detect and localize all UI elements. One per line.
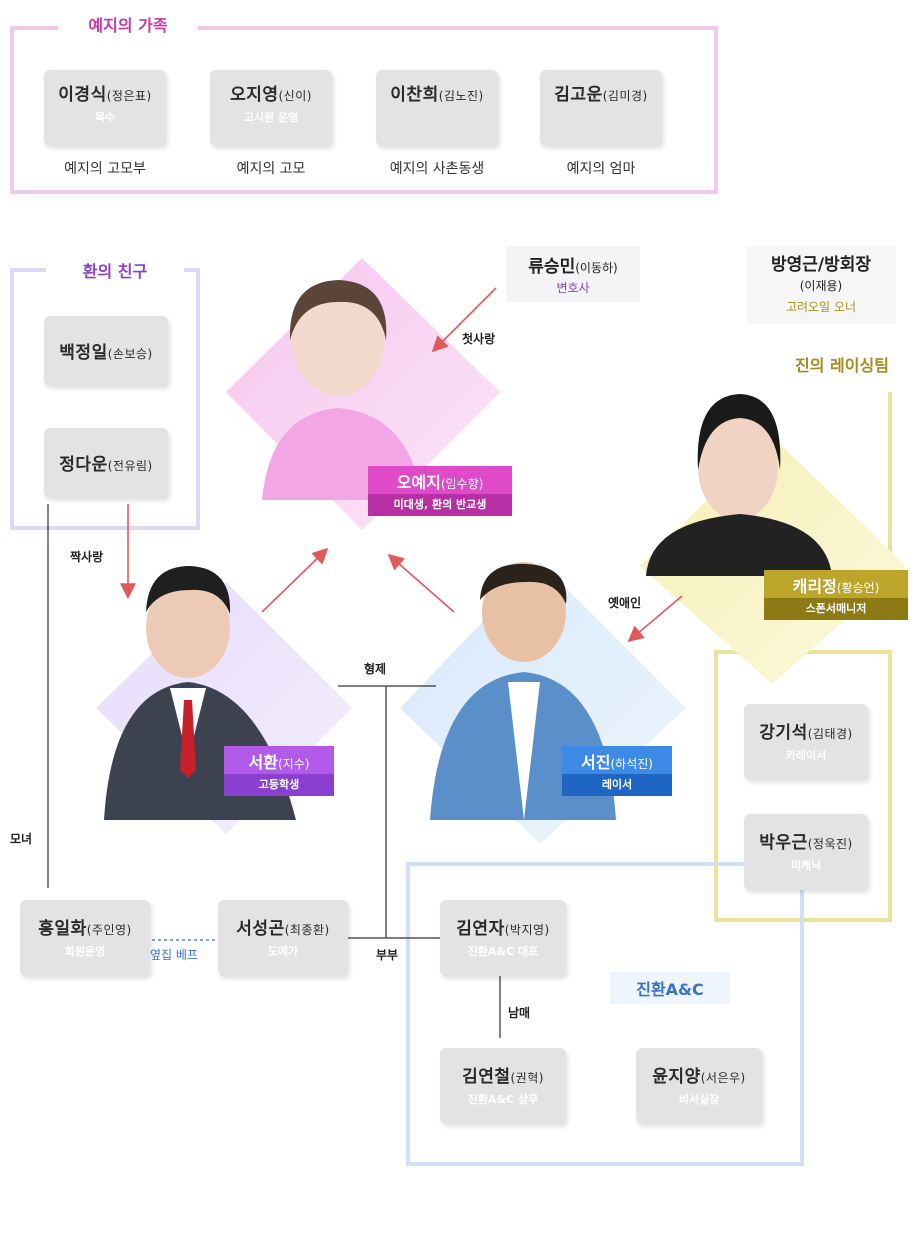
hwan-name: 서환(지수): [224, 746, 334, 774]
chairman-role: 고려오일 오너: [746, 298, 896, 315]
family-card-2[interactable]: 오지영(신이) 고시원 운영: [210, 70, 332, 146]
relation-crush: 짝사랑: [70, 548, 103, 565]
company-card-secretary[interactable]: 윤지양(서은우) 비서실장: [636, 1048, 762, 1124]
family-card-4[interactable]: 김고운(김미경): [540, 70, 662, 146]
card-name: 김연철(권혁): [440, 1062, 566, 1087]
card-role: 진환A&C 대표: [440, 943, 566, 959]
card-role: 도예가: [218, 943, 348, 959]
card-role: 화원운영: [20, 943, 150, 959]
yeji-tag[interactable]: 오예지(임수향) 미대생, 환의 반교생: [368, 466, 512, 516]
card-name: 정다운(전유림): [44, 450, 168, 475]
chairman-actor: (이재용): [746, 277, 896, 294]
card-name: 이경식(정은표): [44, 80, 166, 105]
lawyer-name: 류승민(이동하): [506, 252, 640, 277]
card-role: 진환A&C 상무: [440, 1091, 566, 1107]
yeji-name: 오예지(임수향): [368, 466, 512, 494]
card-role: 미캐닉: [744, 857, 868, 873]
chairman-name: 방영근/방회장: [746, 250, 896, 275]
friend-card-1[interactable]: 백정일(손보승): [44, 316, 168, 386]
card-name: 오지영(신이): [210, 80, 332, 105]
lawyer-label[interactable]: 류승민(이동하) 변호사: [506, 246, 640, 302]
chairman-label[interactable]: 방영근/방회장 (이재용) 고려오일 오너: [746, 246, 896, 324]
racing-card-2[interactable]: 박우근(정욱진) 미캐닉: [744, 814, 868, 890]
hwan-role: 고등학생: [224, 774, 334, 796]
lawyer-role: 변호사: [506, 279, 640, 296]
card-role: 비서실장: [636, 1091, 762, 1107]
parent-card-father[interactable]: 서성곤(최종환) 도예가: [218, 900, 348, 976]
friend-card-2[interactable]: 정다운(전유림): [44, 428, 168, 498]
relation-neighbor: 옆집 베프: [150, 946, 198, 963]
family-relation-2: 예지의 고모: [200, 158, 342, 178]
carrie-role: 스폰서매니저: [764, 598, 908, 620]
card-name: 윤지양(서은우): [636, 1062, 762, 1087]
yeji-role: 미대생, 환의 반교생: [368, 494, 512, 516]
card-name: 김고운(김미경): [540, 80, 662, 105]
family-relation-1: 예지의 고모부: [34, 158, 176, 178]
relation-brothers: 형제: [364, 660, 386, 677]
card-role: 고시원 운영: [210, 109, 332, 125]
card-name: 강기석(김태경): [744, 718, 868, 743]
card-name: 백정일(손보승): [44, 338, 168, 363]
card-role: 카레이서: [744, 747, 868, 763]
parent-card-mother[interactable]: 홍일화(주인영) 화원운영: [20, 900, 150, 976]
racing-card-1[interactable]: 강기석(김태경) 카레이서: [744, 704, 868, 780]
relation-mother-son: 모녀: [10, 830, 32, 847]
relation-couple: 부부: [376, 946, 398, 963]
family-card-1[interactable]: 이경식(정은표) 목수: [44, 70, 166, 146]
jin-tag[interactable]: 서진(하석진) 레이서: [562, 746, 672, 796]
company-title: 진환A&C: [610, 972, 730, 1004]
relation-ex-lover: 옛애인: [608, 594, 641, 611]
family-card-3[interactable]: 이찬희(김노진): [376, 70, 498, 146]
card-name: 이찬희(김노진): [376, 80, 498, 105]
card-name: 서성곤(최종환): [218, 914, 348, 939]
company-card-director[interactable]: 김연철(권혁) 진환A&C 상무: [440, 1048, 566, 1124]
arrow-jin-yeji: [390, 556, 454, 612]
carrie-name: 캐리정(황승언): [764, 570, 908, 598]
carrie-tag[interactable]: 캐리정(황승언) 스폰서매니저: [764, 570, 908, 620]
relation-siblings: 남매: [508, 1004, 530, 1021]
jin-name: 서진(하석진): [562, 746, 672, 774]
card-name: 박우근(정욱진): [744, 828, 868, 853]
card-name: 홍일화(주인영): [20, 914, 150, 939]
family-relation-3: 예지의 사촌동생: [366, 158, 508, 178]
relation-first-love: 첫사랑: [462, 330, 495, 347]
card-role: 목수: [44, 109, 166, 125]
family-relation-4: 예지의 엄마: [530, 158, 672, 178]
jin-role: 레이서: [562, 774, 672, 796]
family-title: 예지의 가족: [58, 12, 198, 36]
hwan-tag[interactable]: 서환(지수) 고등학생: [224, 746, 334, 796]
racing-title: 진의 레이싱팀: [774, 352, 910, 376]
company-card-ceo[interactable]: 김연자(박지영) 진환A&C 대표: [440, 900, 566, 976]
friends-title: 환의 친구: [46, 258, 184, 282]
arrow-hwan-yeji: [262, 550, 326, 612]
card-name: 김연자(박지영): [440, 914, 566, 939]
